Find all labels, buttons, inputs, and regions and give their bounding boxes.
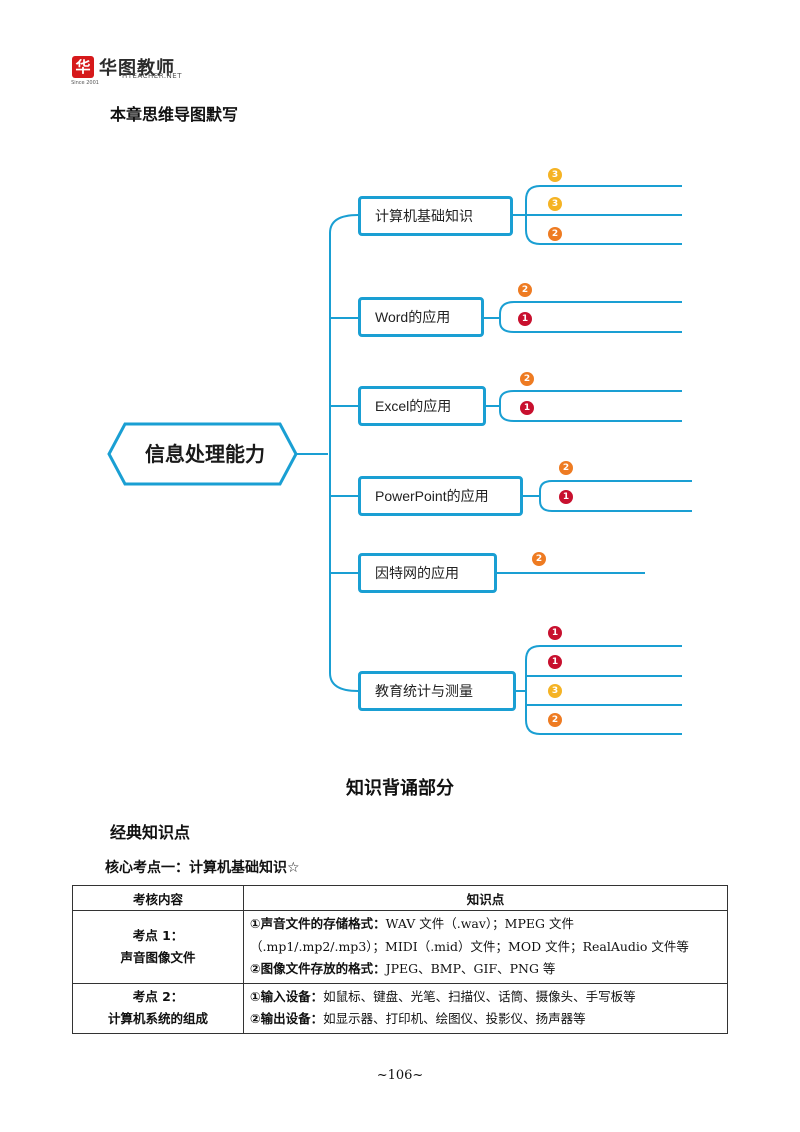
branch-label: PowerPoint的应用 [375, 488, 489, 504]
root-node-shape [107, 422, 298, 486]
point-heading: ②图像文件存放的格式： [250, 961, 386, 976]
branch-word: Word的应用 [358, 297, 484, 337]
logo-name: 华图教师 [99, 58, 175, 79]
core-point-title: 核心考点一：计算机基础知识☆ [105, 860, 300, 876]
point-heading: ①声音文件的存储格式： [250, 916, 386, 931]
topic-cell: 考点 1： 声音图像文件 [72, 910, 244, 984]
importance-badge: 2 [532, 552, 546, 566]
importance-badge: 1 [520, 401, 534, 415]
importance-badge: 3 [548, 197, 562, 211]
subsection-title: 经典知识点 [110, 823, 191, 842]
table-row: 考点 2： 计算机系统的组成 ①输入设备：如鼠标、键盘、光笔、扫描仪、话筒、摄像… [72, 982, 728, 1034]
knowledge-cell: ①声音文件的存储格式：WAV 文件（.wav）；MPEG 文件 （.mp1/.m… [243, 910, 728, 984]
topic-name: 计算机系统的组成 [107, 1011, 208, 1026]
importance-badge: 2 [548, 713, 562, 727]
point-text: 如显示器、打印机、绘图仪、投影仪、扬声器等 [323, 1011, 586, 1026]
mindmap-connectors [107, 185, 692, 735]
importance-badge: 2 [518, 283, 532, 297]
importance-badge: 3 [548, 684, 562, 698]
branch-label: 计算机基础知识 [375, 208, 473, 224]
knowledge-cell: ①输入设备：如鼠标、键盘、光笔、扫描仪、话筒、摄像头、手写板等 ②输出设备：如显… [243, 982, 728, 1034]
importance-badge: 2 [520, 372, 534, 386]
point-text: JPEG、BMP、GIF、PNG 等 [385, 961, 556, 976]
importance-badge: 1 [548, 626, 562, 640]
table-header-topic: 考核内容 [72, 885, 244, 911]
mindmap-title: 本章思维导图默写 [110, 105, 239, 124]
branch-excel: Excel的应用 [358, 386, 486, 426]
branch-label: 因特网的应用 [375, 565, 459, 581]
branch-label: Word的应用 [375, 309, 451, 325]
importance-badge: 2 [559, 461, 573, 475]
point-heading: ②输出设备： [250, 1011, 324, 1026]
branch-edu-statistics: 教育统计与测量 [358, 671, 516, 711]
page-number: ~106~ [376, 1068, 424, 1083]
root-node-label: 信息处理能力 [145, 442, 265, 466]
section-title: 知识背诵部分 [346, 778, 454, 799]
table-header-knowledge: 知识点 [243, 885, 728, 911]
importance-badge: 2 [548, 227, 562, 241]
branch-powerpoint: PowerPoint的应用 [358, 476, 523, 516]
point-text: （.mp1/.mp2/.mp3）；MIDI（.mid）文件；MOD 文件；Rea… [250, 938, 689, 954]
branch-label: 教育统计与测量 [375, 683, 473, 699]
branch-label: Excel的应用 [375, 398, 452, 414]
branch-internet: 因特网的应用 [358, 553, 497, 593]
topic-number: 考点 2： [132, 989, 184, 1004]
importance-badge: 1 [548, 655, 562, 669]
importance-badge: 1 [518, 312, 532, 326]
logo-icon: 华 [72, 56, 94, 78]
importance-badge: 3 [548, 168, 562, 182]
point-text: WAV 文件（.wav）；MPEG 文件 [385, 916, 574, 931]
topic-cell: 考点 2： 计算机系统的组成 [72, 982, 244, 1034]
logo-since-text: Since 2001 [71, 80, 99, 86]
trunk-line [329, 214, 359, 692]
knowledge-table: 考核内容 知识点 考点 1： 声音图像文件 ①声音文件的存储格式：WAV 文件（… [72, 885, 728, 1034]
logo-url: HTEACHER.NET [122, 72, 182, 80]
branch-computer-basics: 计算机基础知识 [358, 196, 513, 236]
table-header-row: 考核内容 知识点 [72, 885, 728, 911]
point-text: 如鼠标、键盘、光笔、扫描仪、话筒、摄像头、手写板等 [323, 988, 636, 1004]
table-row: 考点 1： 声音图像文件 ①声音文件的存储格式：WAV 文件（.wav）；MPE… [72, 910, 728, 984]
topic-number: 考点 1： [132, 927, 184, 943]
topic-name: 声音图像文件 [120, 949, 196, 965]
importance-badge: 1 [559, 490, 573, 504]
point-heading: ①输入设备： [250, 988, 324, 1004]
